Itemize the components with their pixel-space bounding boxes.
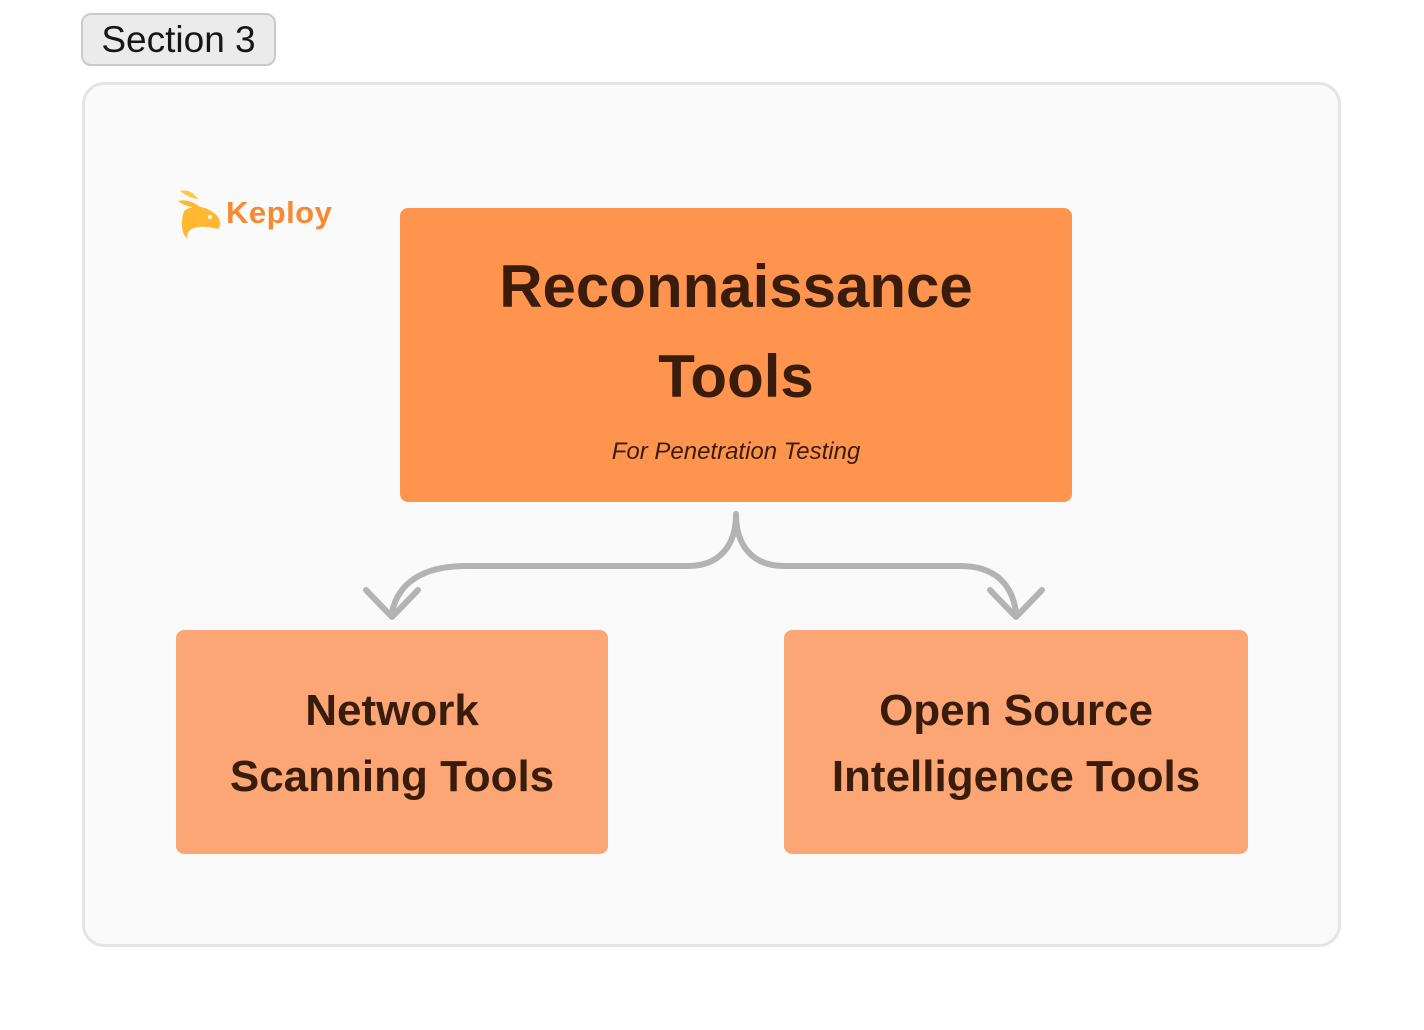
child-node-osint <box>784 630 1248 854</box>
child-node-line2: Scanning Tools <box>229 752 555 801</box>
main-node-title: Reconnaissance Tools <box>400 242 1072 422</box>
connector-right-path <box>733 511 1019 615</box>
child-node-line1: Network <box>305 686 479 735</box>
left-arrowhead-icon <box>363 587 421 620</box>
logo-text: Keploy <box>226 195 333 230</box>
main-node-title-line2: Tools <box>658 343 814 410</box>
child-node-network-scanning <box>176 630 608 854</box>
right-arrowhead-icon <box>987 587 1045 620</box>
connector-left-path <box>389 511 739 615</box>
main-node <box>400 208 1072 502</box>
child-node-osint-title: Open Source Intelligence Tools <box>784 678 1248 810</box>
main-node-title-line1: Reconnaissance <box>499 253 973 320</box>
keploy-logo: Keploy <box>174 184 344 242</box>
main-node-subtitle: For Penetration Testing <box>611 438 861 465</box>
keploy-bunny-icon <box>178 190 221 239</box>
child-node-network-scanning-title: Network Scanning Tools <box>176 678 608 810</box>
child-node-line1: Open Source <box>879 686 1153 735</box>
child-node-line2: Intelligence Tools <box>831 752 1201 801</box>
section-label: Section 3 <box>81 13 276 66</box>
